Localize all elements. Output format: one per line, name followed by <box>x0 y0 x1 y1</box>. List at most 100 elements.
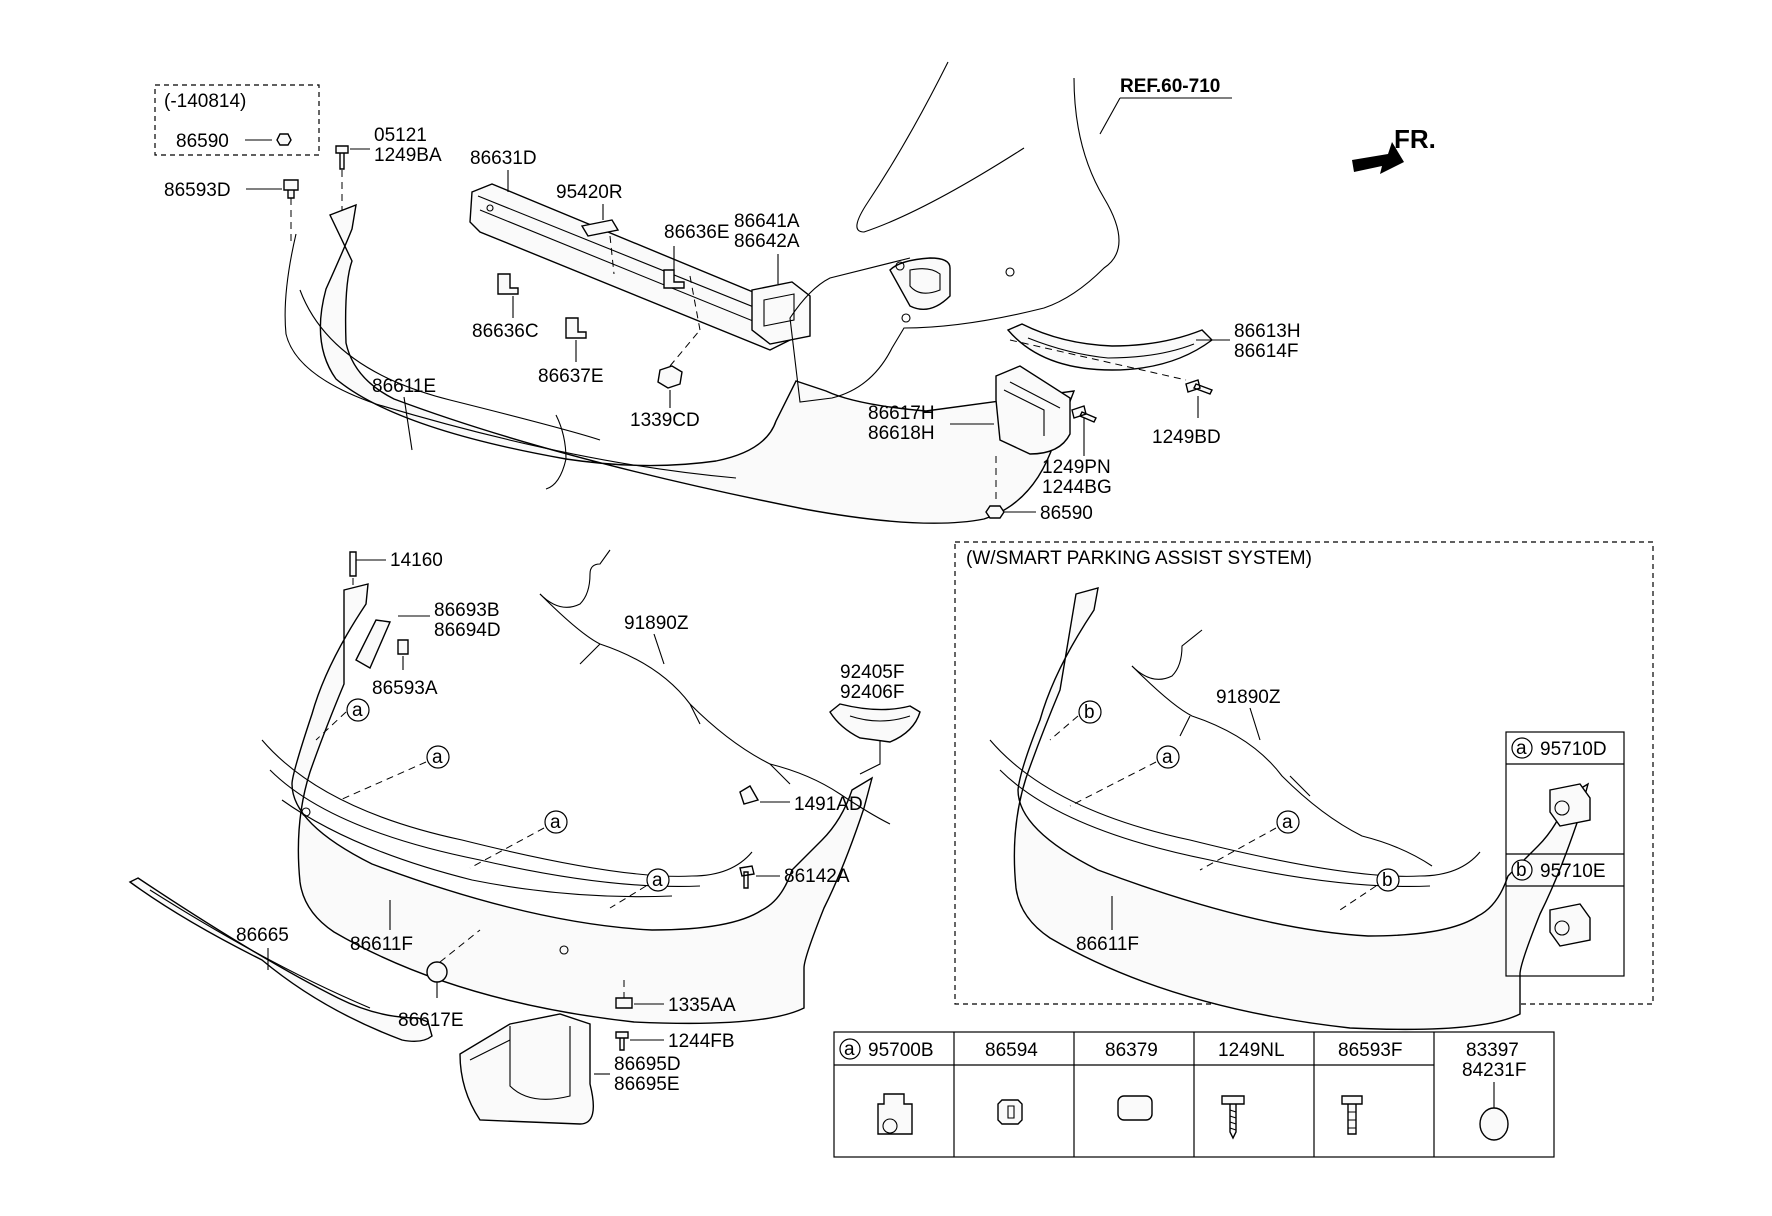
label-86614F: 86614F <box>1234 341 1298 362</box>
label-86142A: 86142A <box>784 866 850 887</box>
reflector-92405F <box>829 703 921 743</box>
bracket-86637E-icon <box>565 317 587 339</box>
table-col-4-part: 86593F <box>1338 1040 1402 1061</box>
table-col-0-part: 95700B <box>868 1040 934 1061</box>
clip-86593D-icon <box>283 179 299 199</box>
spas-box <box>954 541 1654 1005</box>
early-clip-box <box>154 84 320 156</box>
svg-text:a: a <box>352 700 363 721</box>
side-bracket-86617H <box>995 365 1071 455</box>
svg-text:a: a <box>1282 812 1293 833</box>
spas-legend-b-part: 95710E <box>1540 861 1606 882</box>
screw-1249BD-icon <box>1185 379 1213 395</box>
svg-text:a: a <box>1516 738 1527 759</box>
rear-bumper-cover-86611E <box>284 203 1076 524</box>
spas-title: (W/SMART PARKING ASSIST SYSTEM) <box>966 548 1312 569</box>
label-91890Z: 91890Z <box>624 613 689 634</box>
spas-harness-91890Z <box>1131 629 1433 867</box>
clip-1491AD-icon <box>739 785 760 805</box>
label-1491AD: 1491AD <box>794 794 863 815</box>
label-86695E: 86695E <box>614 1074 680 1095</box>
label-86613H: 86613H <box>1234 321 1301 342</box>
label-1244BG: 1244BG <box>1042 477 1112 498</box>
screw-86142A-icon <box>739 865 755 889</box>
label-86693B: 86693B <box>434 600 500 621</box>
screw-1249NL-icon <box>1221 1095 1245 1140</box>
bracket-95420R-icon <box>580 219 620 237</box>
label-86590-early: 86590 <box>176 131 229 152</box>
clip-86590-icon <box>985 505 1005 519</box>
label-86695D: 86695D <box>614 1054 681 1075</box>
spas-label-86611F: 86611F <box>1076 934 1139 955</box>
cap-86379-icon <box>1117 1095 1153 1121</box>
label-86593A: 86593A <box>372 678 438 699</box>
label-1335AA: 1335AA <box>668 995 736 1016</box>
label-86611E: 86611E <box>372 376 436 397</box>
label-86631D: 86631D <box>470 148 537 169</box>
table-col-5-part-2: 84231F <box>1462 1060 1526 1081</box>
wiring-harness-91890Z <box>539 549 891 825</box>
callout-a-1: a <box>346 698 370 722</box>
callout-a-4: a <box>646 868 670 892</box>
garnish-86665 <box>128 877 433 1043</box>
bolt-1249BA-icon <box>335 145 349 170</box>
spas-callout-a-2: a <box>1276 810 1300 834</box>
label-1249PN: 1249PN <box>1042 457 1111 478</box>
label-86617H: 86617H <box>868 403 935 424</box>
screw-14160-icon <box>349 551 357 577</box>
label-92405F: 92405F <box>840 662 904 683</box>
label-95420R: 95420R <box>556 182 623 203</box>
table-col-2-part: 86379 <box>1105 1040 1158 1061</box>
bracket-86693B-icon <box>355 619 392 669</box>
spas-bumper-86611F <box>989 587 1590 1031</box>
spas-legend: a 95710D b 95710E <box>1505 731 1625 977</box>
spas-label-91890Z: 91890Z <box>1216 687 1281 708</box>
screw-1249PN-icon <box>1071 405 1097 423</box>
svg-text:a: a <box>550 812 561 833</box>
table-col-5-part-1: 83397 <box>1466 1040 1519 1061</box>
bracket-86695D <box>459 1013 594 1125</box>
callout-a-3: a <box>544 810 568 834</box>
sensor-95700B-icon <box>877 1093 913 1135</box>
label-86590: 86590 <box>1040 503 1093 524</box>
clip-86593A-icon <box>397 639 409 655</box>
nut-1339CD-icon <box>657 365 683 389</box>
label-1249BA: 1249BA <box>374 145 442 166</box>
rear-bumper-lower-86611F <box>261 583 874 1025</box>
label-92406F: 92406F <box>840 682 904 703</box>
label-86611F: 86611F <box>350 934 413 955</box>
label-1244FB: 1244FB <box>668 1031 735 1052</box>
label-ref: REF.60-710 <box>1120 76 1220 97</box>
bracket-86636C-icon <box>497 273 519 295</box>
early-clip-date: (-140814) <box>164 91 246 112</box>
spas-legend-a-part: 95710D <box>1540 739 1607 760</box>
label-1249BD: 1249BD <box>1152 427 1221 448</box>
svg-text:b: b <box>1516 860 1527 881</box>
svg-text:a: a <box>844 1039 855 1060</box>
label-86617E: 86617E <box>398 1010 464 1031</box>
label-86618H: 86618H <box>868 423 935 444</box>
spas-callout-b-2: b <box>1376 868 1400 892</box>
label-86636E: 86636E <box>664 222 730 243</box>
label-86637E: 86637E <box>538 366 604 387</box>
table-col-1-part: 86594 <box>985 1040 1038 1061</box>
cap-86617E-icon <box>426 961 448 983</box>
plug-83397-icon <box>1479 1107 1509 1141</box>
label-86636C: 86636C <box>472 321 539 342</box>
svg-text:b: b <box>1084 702 1095 723</box>
spas-callout-a-1: a <box>1156 745 1180 769</box>
label-86694D: 86694D <box>434 620 501 641</box>
spas-legend-b-key: b <box>1511 859 1533 881</box>
svg-text:a: a <box>1162 747 1173 768</box>
clip-86593F-icon <box>1341 1095 1363 1135</box>
body-quarter-panel <box>789 61 1120 403</box>
parts-table: a 95700B 86594 86379 1249NL 86593F 83397… <box>833 1031 1555 1158</box>
table-col-0-key: a <box>839 1038 861 1060</box>
svg-text:a: a <box>432 747 443 768</box>
label-86665: 86665 <box>236 925 289 946</box>
label-14160: 14160 <box>390 550 443 571</box>
clip-86590-early-icon <box>276 133 292 146</box>
svg-text:b: b <box>1382 870 1393 891</box>
